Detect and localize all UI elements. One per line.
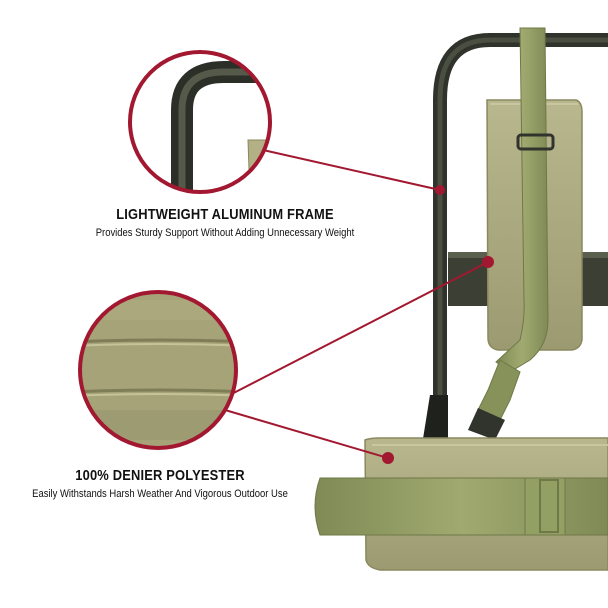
frame-caption-subtitle: Provides Sturdy Support Without Adding U… (95, 227, 355, 239)
frame-detail-magnifier (128, 50, 272, 194)
polyester-detail-magnifier (78, 290, 238, 450)
callout-leaders (219, 149, 489, 459)
frame-caption: LIGHTWEIGHT ALUMINUM FRAME Provides Stur… (40, 206, 410, 239)
hip-belt (314, 437, 608, 571)
polyester-caption-title: 100% DENIER POLYESTER (75, 467, 245, 484)
polyester-caption: 100% DENIER POLYESTER Easily Withstands … (0, 467, 320, 500)
polyester-caption-subtitle: Easily Withstands Harsh Weather And Vigo… (32, 488, 288, 500)
frame-caption-title: LIGHTWEIGHT ALUMINUM FRAME (116, 206, 334, 223)
strap-buckle (516, 133, 555, 151)
